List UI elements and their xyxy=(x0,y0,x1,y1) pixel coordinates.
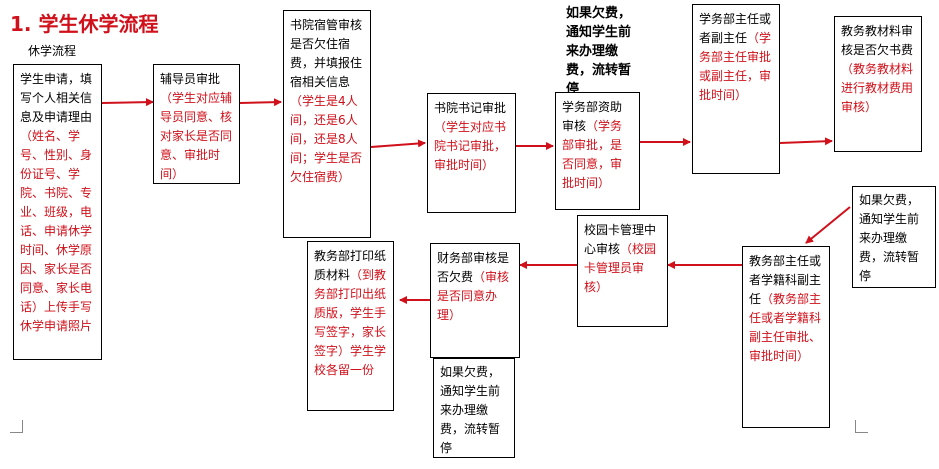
step-dorm-check: 书院宿管审核是否欠住宿费，并填报住宿相关信息（学生是4人间，还是6人间，还是8人… xyxy=(283,10,371,238)
page-title: 1. 学生休学流程 xyxy=(10,12,159,36)
arrow-6 xyxy=(779,137,833,146)
arrears-note-bottom: 如果欠费，通知学生前来办理缴费，流转暂停 xyxy=(433,358,515,458)
corner-mark-right xyxy=(855,420,868,433)
step-detail: （教务部主任或者学籍科副主任审批、审批时间） xyxy=(749,292,822,363)
step-text: 书院宿管审核是否欠住宿费，并填报住宿相关信息 xyxy=(290,18,363,89)
step-text: 学务部主任或者副主任 xyxy=(699,12,772,45)
step-text: 教务教材料审核是否欠书费 xyxy=(841,24,914,57)
step-campus-card-center: 校园卡管理中心审核（校园卡管理员审核） xyxy=(577,215,668,327)
step-text: 教务部打印纸质材料 xyxy=(314,249,387,282)
arrow-7 xyxy=(805,206,851,244)
step-text: 校园卡管理中心审核 xyxy=(584,223,657,256)
step-detail: （学生对应书院书记审批，审批时间） xyxy=(434,120,507,172)
step-textbook-fee-check: 教务教材料审核是否欠书费 （教务教材料进行教材费用审核） xyxy=(834,16,922,152)
step-text: 财务部审核是否欠费 xyxy=(437,251,510,284)
step-text: 学生申请，填写个人相关信息及申请理由 xyxy=(20,72,93,124)
step-detail: （学生是4人间，还是6人间，还是8人间；学生是否欠住宿费） xyxy=(290,94,363,184)
flow-subtitle: 休学流程 xyxy=(28,44,77,58)
arrow-2 xyxy=(239,98,282,107)
step-academic-director: 教务部主任或者学籍科副主任（教务部主任或者学籍科副主任审批、审批时间） xyxy=(742,246,830,428)
step-student-affairs-aid: 学务部资助审核（学务部审批，是否同意，审批时间） xyxy=(555,92,640,210)
step-college-secretary: 书院书记审批 （学生对应书院书记审批，审批时间） xyxy=(427,93,516,213)
step-finance-check: 财务部审核是否欠费（审核是否同意办理） xyxy=(430,243,520,358)
step-student-affairs-director: 学务部主任或者副主任（学务部主任审批或副主任，审批时间） xyxy=(692,4,780,174)
arrow-3 xyxy=(370,139,426,148)
step-detail: （学生对应辅导员同意、核对家长是否同意、审批时间） xyxy=(160,91,233,181)
step-detail: （到教务部打印出纸质版，学生手写签字，家长签字）学生学校各留一份 xyxy=(314,268,387,377)
corner-mark-left xyxy=(10,420,23,433)
step-detail: （校园卡管理员审核） xyxy=(584,242,657,294)
step-detail: （学务部主任审批或副主任，审批时间） xyxy=(699,31,772,102)
step-text: 书院书记审批 xyxy=(434,101,507,115)
arrears-note-right: 如果欠费，通知学生前来办理缴费，流转暂停 xyxy=(852,186,936,288)
step-text: 教务部主任或者学籍科副主任 xyxy=(749,254,822,306)
step-print-materials: 教务部打印纸质材料（到教务部打印出纸质版，学生手写签字，家长签字）学生学校各留一… xyxy=(307,241,394,411)
step-counselor-approval: 辅导员审批 （学生对应辅导员同意、核对家长是否同意、审批时间） xyxy=(153,64,240,184)
arrears-note-top: 如果欠费，通知学生前来办理缴费，流转暂停 xyxy=(560,0,644,97)
step-detail: （审核是否同意办理） xyxy=(437,270,510,322)
step-detail: （学务部审批，是否同意，审批时间） xyxy=(562,119,623,190)
step-detail: （教务教材料进行教材费用审核） xyxy=(841,62,914,114)
step-detail: （姓名、学号、性别、身份证号、学院、书院、专业、班级，电话、申请休学时间、休学原… xyxy=(20,129,93,333)
step-text: 辅导员审批 xyxy=(160,72,221,86)
arrow-1 xyxy=(101,98,154,107)
step-student-apply: 学生申请，填写个人相关信息及申请理由（姓名、学号、性别、身份证号、学院、书院、专… xyxy=(13,64,102,360)
step-text: 学务部资助审核 xyxy=(562,100,623,133)
